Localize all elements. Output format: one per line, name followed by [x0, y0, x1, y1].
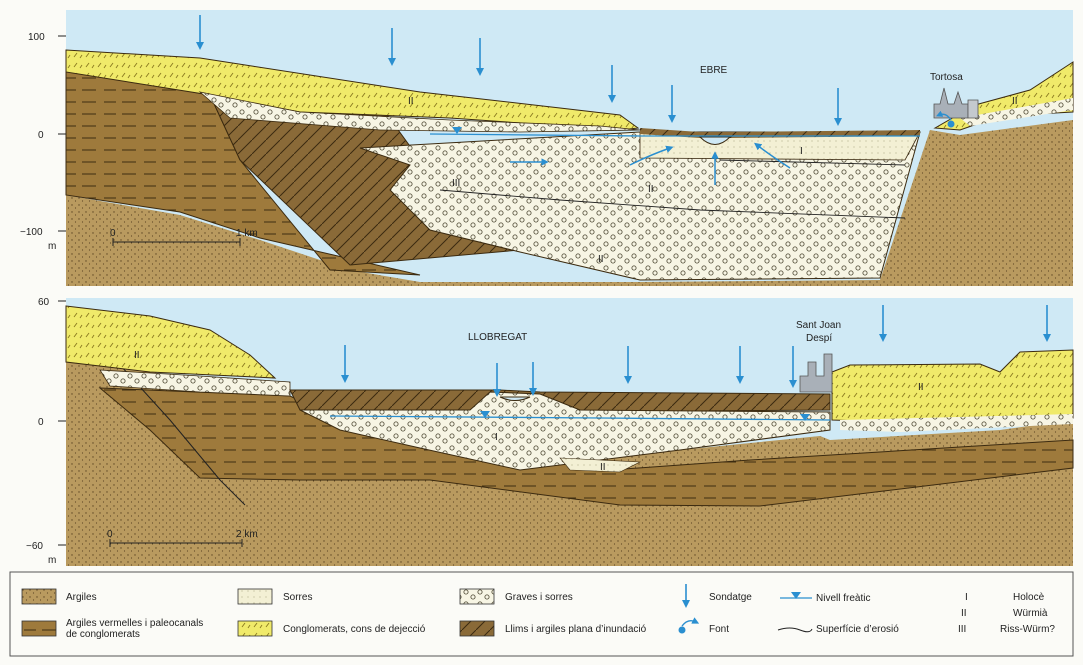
unit-label: II	[600, 462, 606, 473]
legend-label-nivell: Nivell freàtic	[816, 593, 870, 604]
legend-swatch-argiles-vermelles	[21, 620, 57, 637]
legend-label-argiles-vermelles-2: de conglomerats	[66, 629, 140, 640]
water-table-llobregat	[329, 415, 831, 421]
water-table-ebre	[429, 133, 920, 137]
legend-swatch-argiles	[21, 588, 57, 605]
town-label-sant-joan: Sant Joan	[796, 320, 841, 331]
scale-bar-llobregat: 0 2 km	[107, 529, 258, 547]
sant-joan-buildings-icon	[799, 353, 833, 393]
unit-label: II	[134, 350, 140, 361]
argiles-layer	[66, 120, 1073, 286]
legend-period-numeral: II	[961, 608, 967, 619]
legend-label-conglomerats: Conglomerats, cons de dejecció	[283, 624, 426, 635]
y-tick-label: 0	[38, 417, 44, 428]
y-tick-label: −100	[20, 227, 43, 238]
spring-icon	[936, 110, 955, 128]
section-ebre: II II III II I II EBRE Tortosa 100 0 −10…	[20, 10, 1074, 286]
unit-label: II	[918, 382, 924, 393]
unit-label: II	[598, 254, 604, 265]
legend-frame	[9, 571, 1074, 657]
legend-swatch-llims	[459, 620, 495, 637]
legend-swatch-conglomerats	[237, 620, 273, 637]
y-axis-llobregat: 60 0 −60 m	[26, 297, 66, 566]
unit-label: II	[648, 184, 654, 195]
flow-arrow	[629, 145, 674, 166]
flow-arrow	[754, 142, 791, 169]
sondatge-arrows-ebre	[196, 15, 842, 126]
unit-label: III	[452, 178, 460, 189]
unit-label: I	[800, 146, 803, 157]
erosion-surface-2	[719, 159, 906, 166]
scale-start: 0	[107, 529, 113, 540]
legend-label-argiles-vermelles-1: Argiles vermelles i paleocanals	[66, 618, 203, 629]
legend-font-icon	[678, 617, 700, 634]
graves-right	[960, 98, 1073, 126]
scale-end: 2 km	[236, 529, 258, 540]
legend: Argiles Argiles vermelles i paleocanals …	[9, 571, 1074, 657]
legend-water-table-icon	[780, 592, 812, 599]
legend-label-sorres: Sorres	[283, 592, 312, 603]
legend-label-superficie: Superfície d’erosió	[816, 624, 899, 635]
legend-period-name: Würmià	[1013, 608, 1048, 619]
town-label-tortosa: Tortosa	[930, 72, 963, 83]
y-axis-unit: m	[48, 241, 56, 252]
y-axis-ebre: 100 0 −100 m	[20, 32, 66, 252]
water-table-marker	[452, 127, 462, 134]
legend-label-font: Font	[709, 624, 729, 635]
legend-erosion-icon	[777, 627, 813, 633]
sorres-lens	[559, 457, 642, 473]
legend-period-name: Holocè	[1013, 592, 1045, 603]
tortosa-buildings-icon	[933, 87, 979, 119]
legend-label-llims: Llims i argiles plana d’inundació	[505, 624, 647, 635]
y-tick-label: 0	[38, 130, 44, 141]
river-channel-ebre	[698, 136, 732, 145]
river-label-llobregat: LLOBREGAT	[468, 332, 527, 343]
legend-swatch-graves	[459, 588, 495, 605]
scale-start: 0	[110, 228, 116, 239]
unit-label: II	[1012, 96, 1018, 107]
river-label-ebre: EBRE	[700, 65, 728, 76]
conglomerats-left	[65, 305, 277, 379]
legend-label-graves: Graves i sorres	[505, 592, 573, 603]
sondatge-arrows-llobregat	[341, 305, 1051, 397]
legend-label-argiles: Argiles	[66, 592, 97, 603]
erosion-surface-1	[439, 189, 906, 219]
legend-period-numeral: III	[958, 624, 966, 635]
y-tick-label: 100	[28, 32, 45, 43]
section-llobregat: II I II II LLOBREGAT Sant Joan Despí 60 …	[26, 297, 1074, 566]
argiles-layer	[66, 330, 1073, 566]
town-label-despi: Despí	[806, 333, 832, 344]
legend-period-numeral: I	[965, 592, 968, 603]
scale-end: 1 km	[236, 228, 258, 239]
legend-swatch-sorres	[237, 588, 273, 605]
y-axis-unit: m	[48, 555, 56, 566]
unit-label: II	[408, 96, 414, 107]
y-tick-label: 60	[38, 297, 50, 308]
graves-right	[840, 414, 1073, 432]
water-table-marker	[800, 414, 810, 421]
graves-basin	[299, 391, 831, 471]
legend-period-name: Riss-Würm?	[1000, 624, 1055, 635]
graves-left	[99, 369, 291, 397]
unit-label: I	[495, 432, 498, 443]
water-table-marker	[480, 411, 490, 418]
scale-bar-ebre: 0 1 km	[110, 228, 258, 246]
y-tick-label: −60	[26, 541, 43, 552]
legend-label-sondatge: Sondatge	[709, 592, 752, 603]
river-channel-llobregat	[499, 396, 531, 401]
